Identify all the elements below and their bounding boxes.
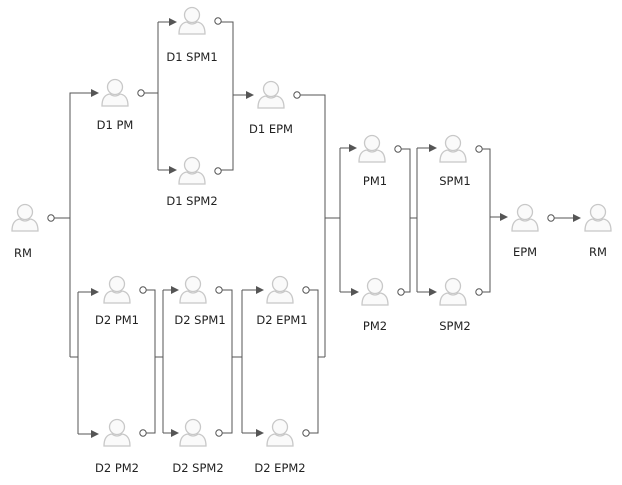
node-label-d2-spm1: D2 SPM1 — [174, 313, 226, 327]
output-port[interactable] — [475, 145, 483, 153]
output-port[interactable] — [293, 91, 301, 99]
person-icon-d2-pm2 — [103, 418, 131, 447]
person-icon-epm — [511, 203, 539, 232]
connector-arrow — [69, 89, 99, 357]
output-port[interactable] — [215, 286, 223, 294]
person-icon-pm2 — [361, 277, 389, 306]
output-port[interactable] — [214, 167, 222, 175]
person-icon-d2-epm2 — [266, 418, 294, 447]
person-icon-d1-spm1 — [178, 6, 206, 35]
output-port[interactable] — [215, 429, 223, 437]
person-icon-rm-end — [584, 203, 612, 232]
person-icon-d2-pm1 — [103, 275, 131, 304]
output-port[interactable] — [302, 429, 310, 437]
node-label-rm-start: RM — [14, 246, 32, 260]
node-label-pm2: PM2 — [362, 319, 388, 333]
person-icon-d1-pm — [101, 78, 129, 107]
output-port[interactable] — [475, 288, 483, 296]
node-label-epm: EPM — [512, 245, 538, 259]
connector-line — [482, 148, 491, 293]
connector-line — [146, 289, 156, 434]
node-label-d2-epm1: D2 EPM1 — [256, 313, 308, 327]
person-icon-rm-start — [11, 203, 39, 232]
connector-line — [221, 21, 234, 171]
person-icon-spm1 — [439, 134, 467, 163]
connector-line — [401, 148, 411, 293]
output-port[interactable] — [47, 214, 55, 222]
person-icon-d1-epm — [257, 80, 285, 109]
connector-line — [300, 94, 326, 357]
node-label-d2-pm2: D2 PM2 — [94, 461, 140, 475]
output-port[interactable] — [397, 288, 405, 296]
output-port[interactable] — [302, 286, 310, 294]
node-label-spm2: SPM2 — [439, 319, 471, 333]
node-label-d2-epm2: D2 EPM2 — [254, 461, 306, 475]
node-label-d2-pm1: D2 PM1 — [94, 313, 140, 327]
output-port[interactable] — [214, 17, 222, 25]
output-port[interactable] — [547, 214, 555, 222]
node-label-pm1: PM1 — [362, 174, 388, 188]
node-label-d1-epm: D1 EPM — [249, 122, 293, 136]
node-label-rm-end: RM — [589, 245, 607, 259]
connector-line — [222, 289, 233, 434]
person-icon-d2-epm1 — [266, 275, 294, 304]
connector-line — [309, 289, 319, 434]
person-icon-d2-spm1 — [179, 275, 207, 304]
person-icon-d1-spm2 — [178, 156, 206, 185]
person-icon-d2-spm2 — [179, 418, 207, 447]
output-port[interactable] — [139, 429, 147, 437]
person-icon-spm2 — [439, 277, 467, 306]
node-label-d1-pm: D1 PM — [96, 118, 134, 132]
output-port[interactable] — [137, 89, 145, 97]
node-label-d1-spm2: D1 SPM2 — [166, 194, 218, 208]
output-port[interactable] — [139, 286, 147, 294]
node-label-d1-spm1: D1 SPM1 — [166, 50, 218, 64]
person-icon-pm1 — [358, 134, 386, 163]
node-label-spm1: SPM1 — [439, 174, 471, 188]
output-port[interactable] — [394, 145, 402, 153]
node-label-d2-spm2: D2 SPM2 — [172, 461, 224, 475]
